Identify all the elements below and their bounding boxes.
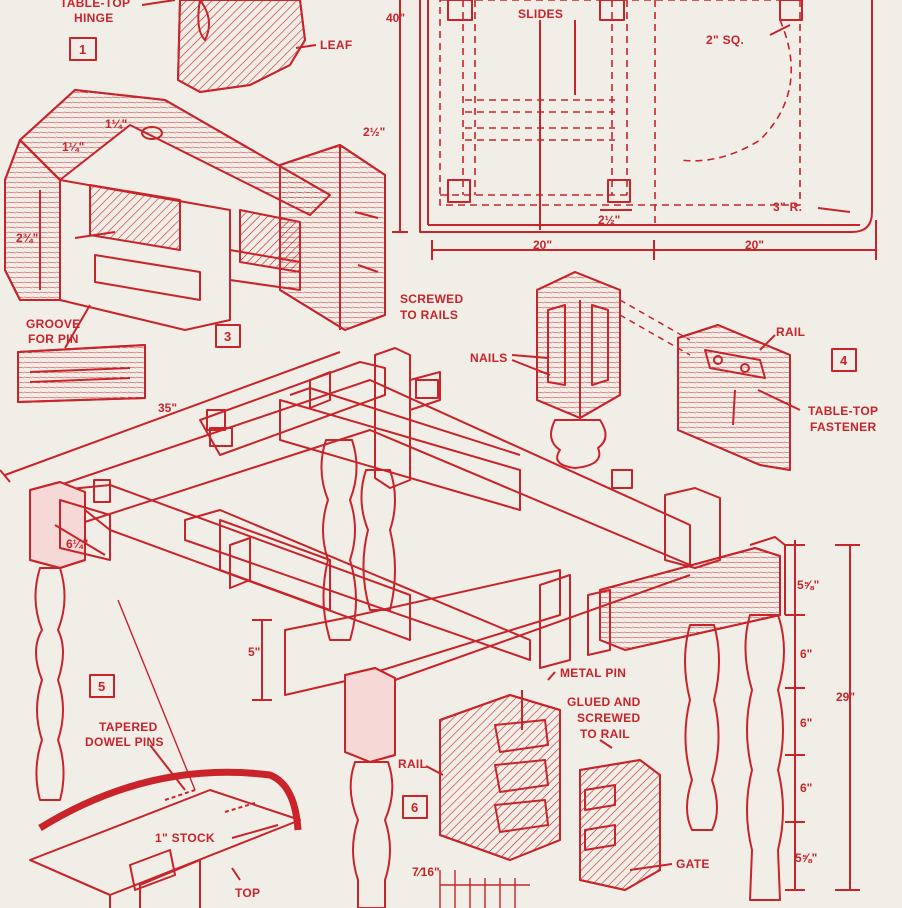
dim-20b: 20" [745, 238, 764, 252]
label-slides: SLIDES [518, 7, 563, 21]
fig1-hinge-leaf [69, 0, 317, 93]
label-two-sq: 2" SQ. [706, 33, 744, 47]
label-glued-3: TO RAIL [580, 727, 630, 741]
dim-5-5-8-bottom: 5⅝" [795, 851, 817, 865]
fig4-leg-fastener [511, 271, 857, 471]
dim-40: 40" [386, 11, 405, 25]
dim-20a: 20" [533, 238, 552, 252]
label-fastener-1: TABLE-TOP [808, 404, 878, 418]
label-rail-bottom: RAIL [398, 757, 427, 771]
label-groove-2: FOR PIN [28, 332, 79, 346]
label-metal-pin: METAL PIN [560, 666, 626, 680]
label-nails: NAILS [470, 351, 508, 365]
label-glued-1: GLUED AND [567, 695, 641, 709]
fig3-box [215, 324, 241, 348]
label-screwed-2: TO RAILS [400, 308, 458, 322]
label-groove-1: GROOVE [26, 317, 80, 331]
dim-2-3q: 2¾" [16, 231, 38, 245]
dim-1q-a: 1¼" [105, 117, 127, 131]
dim-35: 35" [158, 401, 177, 415]
fig-number-4: 4 [840, 353, 848, 368]
fig6-gate-hinge [402, 671, 673, 908]
dowel-detail-inset [29, 599, 302, 908]
dim-7-16: 7⁄16" [412, 865, 440, 879]
label-glued-2: SCREWED [577, 711, 640, 725]
dim-2half-left: 2½" [363, 125, 385, 139]
dim-5-5-8-top: 5⅝" [797, 578, 819, 592]
label-tapered-2: DOWEL PINS [85, 735, 164, 749]
dim-6b: 6" [800, 716, 812, 730]
fig1-box [69, 37, 97, 61]
pin-strip [17, 304, 146, 403]
fig5-box [89, 674, 115, 698]
dim-1q-b: 1¼" [62, 140, 84, 154]
plan-view [392, 0, 877, 260]
label-gate: GATE [676, 857, 710, 871]
dim-2half-bottom: 2½" [598, 213, 620, 227]
label-fastener-2: FASTENER [810, 420, 876, 434]
label-leaf: LEAF [320, 38, 353, 52]
label-rail-top: RAIL [776, 325, 805, 339]
fig6-box [402, 795, 428, 819]
dim-6c: 6" [800, 781, 812, 795]
dim-6a: 6" [800, 647, 812, 661]
fig4-box [831, 348, 857, 372]
dim-6q: 6¼" [66, 537, 88, 551]
turned-legs [34, 439, 785, 908]
label-three-r: 3" R. [773, 200, 802, 214]
fig3-joint-block [4, 89, 386, 348]
dim-29: 29" [836, 690, 855, 704]
label-screwed-1: SCREWED [400, 292, 463, 306]
height-dimensions [785, 540, 860, 891]
label-table-top-hinge-1: TABLE-TOP [60, 0, 130, 10]
label-top: TOP [235, 886, 260, 900]
fig-number-3: 3 [224, 329, 231, 344]
fig-number-5: 5 [98, 679, 105, 694]
fig-number-6: 6 [411, 800, 418, 815]
label-table-top-hinge-2: HINGE [74, 11, 114, 25]
fig5-table-frame [0, 347, 786, 908]
fig-number-1: 1 [79, 42, 86, 57]
label-stock: 1" STOCK [155, 831, 215, 845]
label-tapered-1: TAPERED [99, 720, 158, 734]
dim-5: 5" [248, 645, 260, 659]
